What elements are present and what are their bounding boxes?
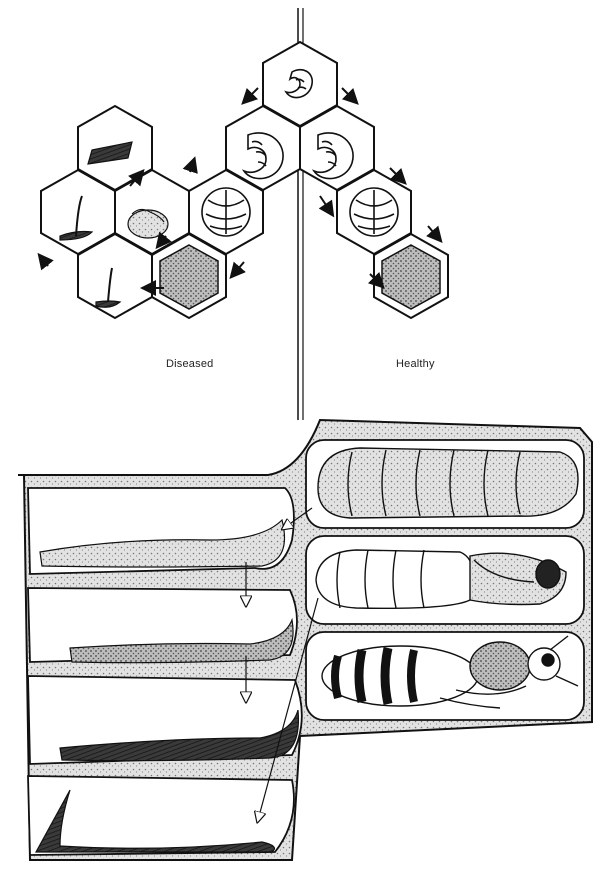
capped-cells [160,245,440,309]
healthy-larva [318,448,578,518]
diseased-label: Diseased [166,358,213,370]
pupa [316,550,566,608]
sunken-capping [128,210,168,238]
healthy-label: Healthy [396,358,435,370]
comb-cross-section [18,420,592,860]
